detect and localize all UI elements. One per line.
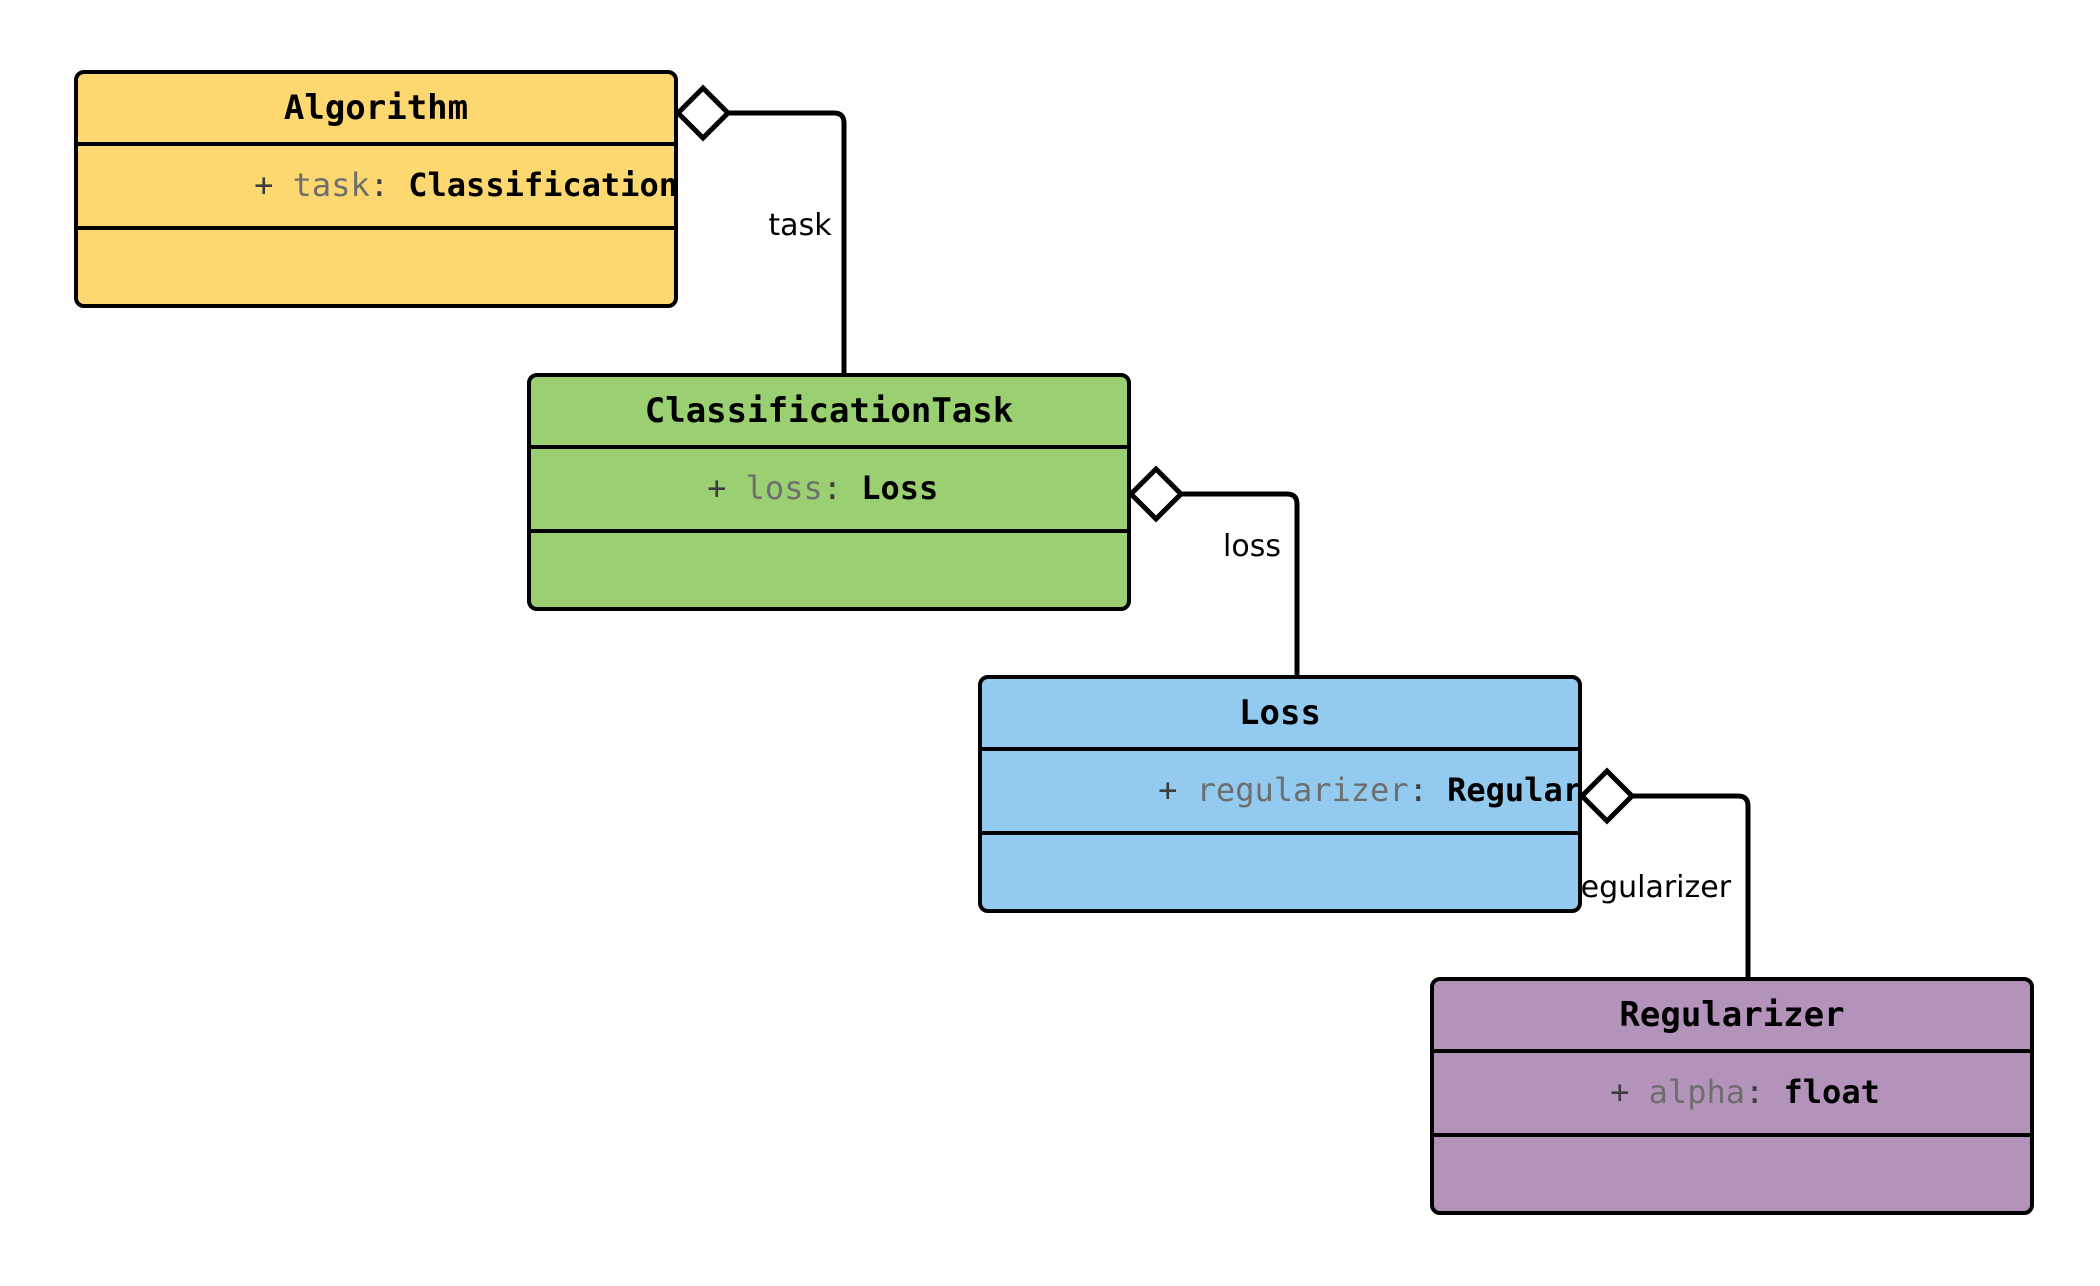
attribute-visibility: + [1158,771,1178,810]
class-title-classification-task: ClassificationTask [531,377,1127,449]
class-attributes-regularizer: + alpha: float [1434,1053,2030,1137]
relation-label-task: task [763,208,837,244]
attribute-type: ClassificationTask [408,166,678,205]
aggregation-line-loss [1181,491,1300,675]
class-methods-loss [982,835,1578,909]
attribute-row: + task: ClassificationTask [100,133,678,239]
attribute-row: + alpha: float [1456,1040,1880,1146]
attribute-type: float [1783,1073,1880,1112]
attribute-row: + loss: Loss [553,436,938,542]
attribute-colon: : [1744,1073,1765,1112]
class-methods-algorithm [78,230,674,304]
relation-classificationtask-loss [1127,465,1300,675]
uml-class-algorithm[interactable]: Algorithm + task: ClassificationTask [74,70,678,308]
attribute-colon: : [822,469,842,508]
relation-label-regularizer: regularizer [1563,870,1737,906]
attribute-visibility: + [254,166,274,205]
class-attributes-classification-task: + loss: Loss [531,449,1127,533]
attribute-row: + regularizer: Regularizer [1004,738,1582,844]
class-title-algorithm: Algorithm [78,74,674,146]
attribute-name: alpha [1648,1073,1745,1112]
class-methods-regularizer [1434,1137,2030,1211]
attribute-type: Loss [861,469,939,508]
class-title-regularizer: Regularizer [1434,981,2030,1053]
attribute-name: task [292,166,370,205]
aggregation-diamond-task [674,84,732,142]
uml-class-loss[interactable]: Loss + regularizer: Regularizer [978,675,1582,913]
class-attributes-loss: + regularizer: Regularizer [982,751,1578,835]
attribute-name: loss [745,469,823,508]
attribute-colon: : [1408,771,1428,810]
attribute-visibility: + [707,469,727,508]
attribute-visibility: + [1610,1073,1630,1112]
attribute-colon: : [369,166,389,205]
class-methods-classification-task [531,533,1127,607]
relation-label-loss: loss [1218,529,1286,565]
class-title-loss: Loss [982,679,1578,751]
attribute-type: Regularizer [1447,771,1582,810]
class-attributes-algorithm: + task: ClassificationTask [78,146,674,230]
aggregation-diamond-regularizer [1578,767,1636,825]
attribute-name: regularizer [1196,771,1409,810]
uml-class-classification-task[interactable]: ClassificationTask + loss: Loss [527,373,1131,611]
aggregation-diamond-loss [1127,465,1185,523]
uml-class-regularizer[interactable]: Regularizer + alpha: float [1430,977,2034,1215]
